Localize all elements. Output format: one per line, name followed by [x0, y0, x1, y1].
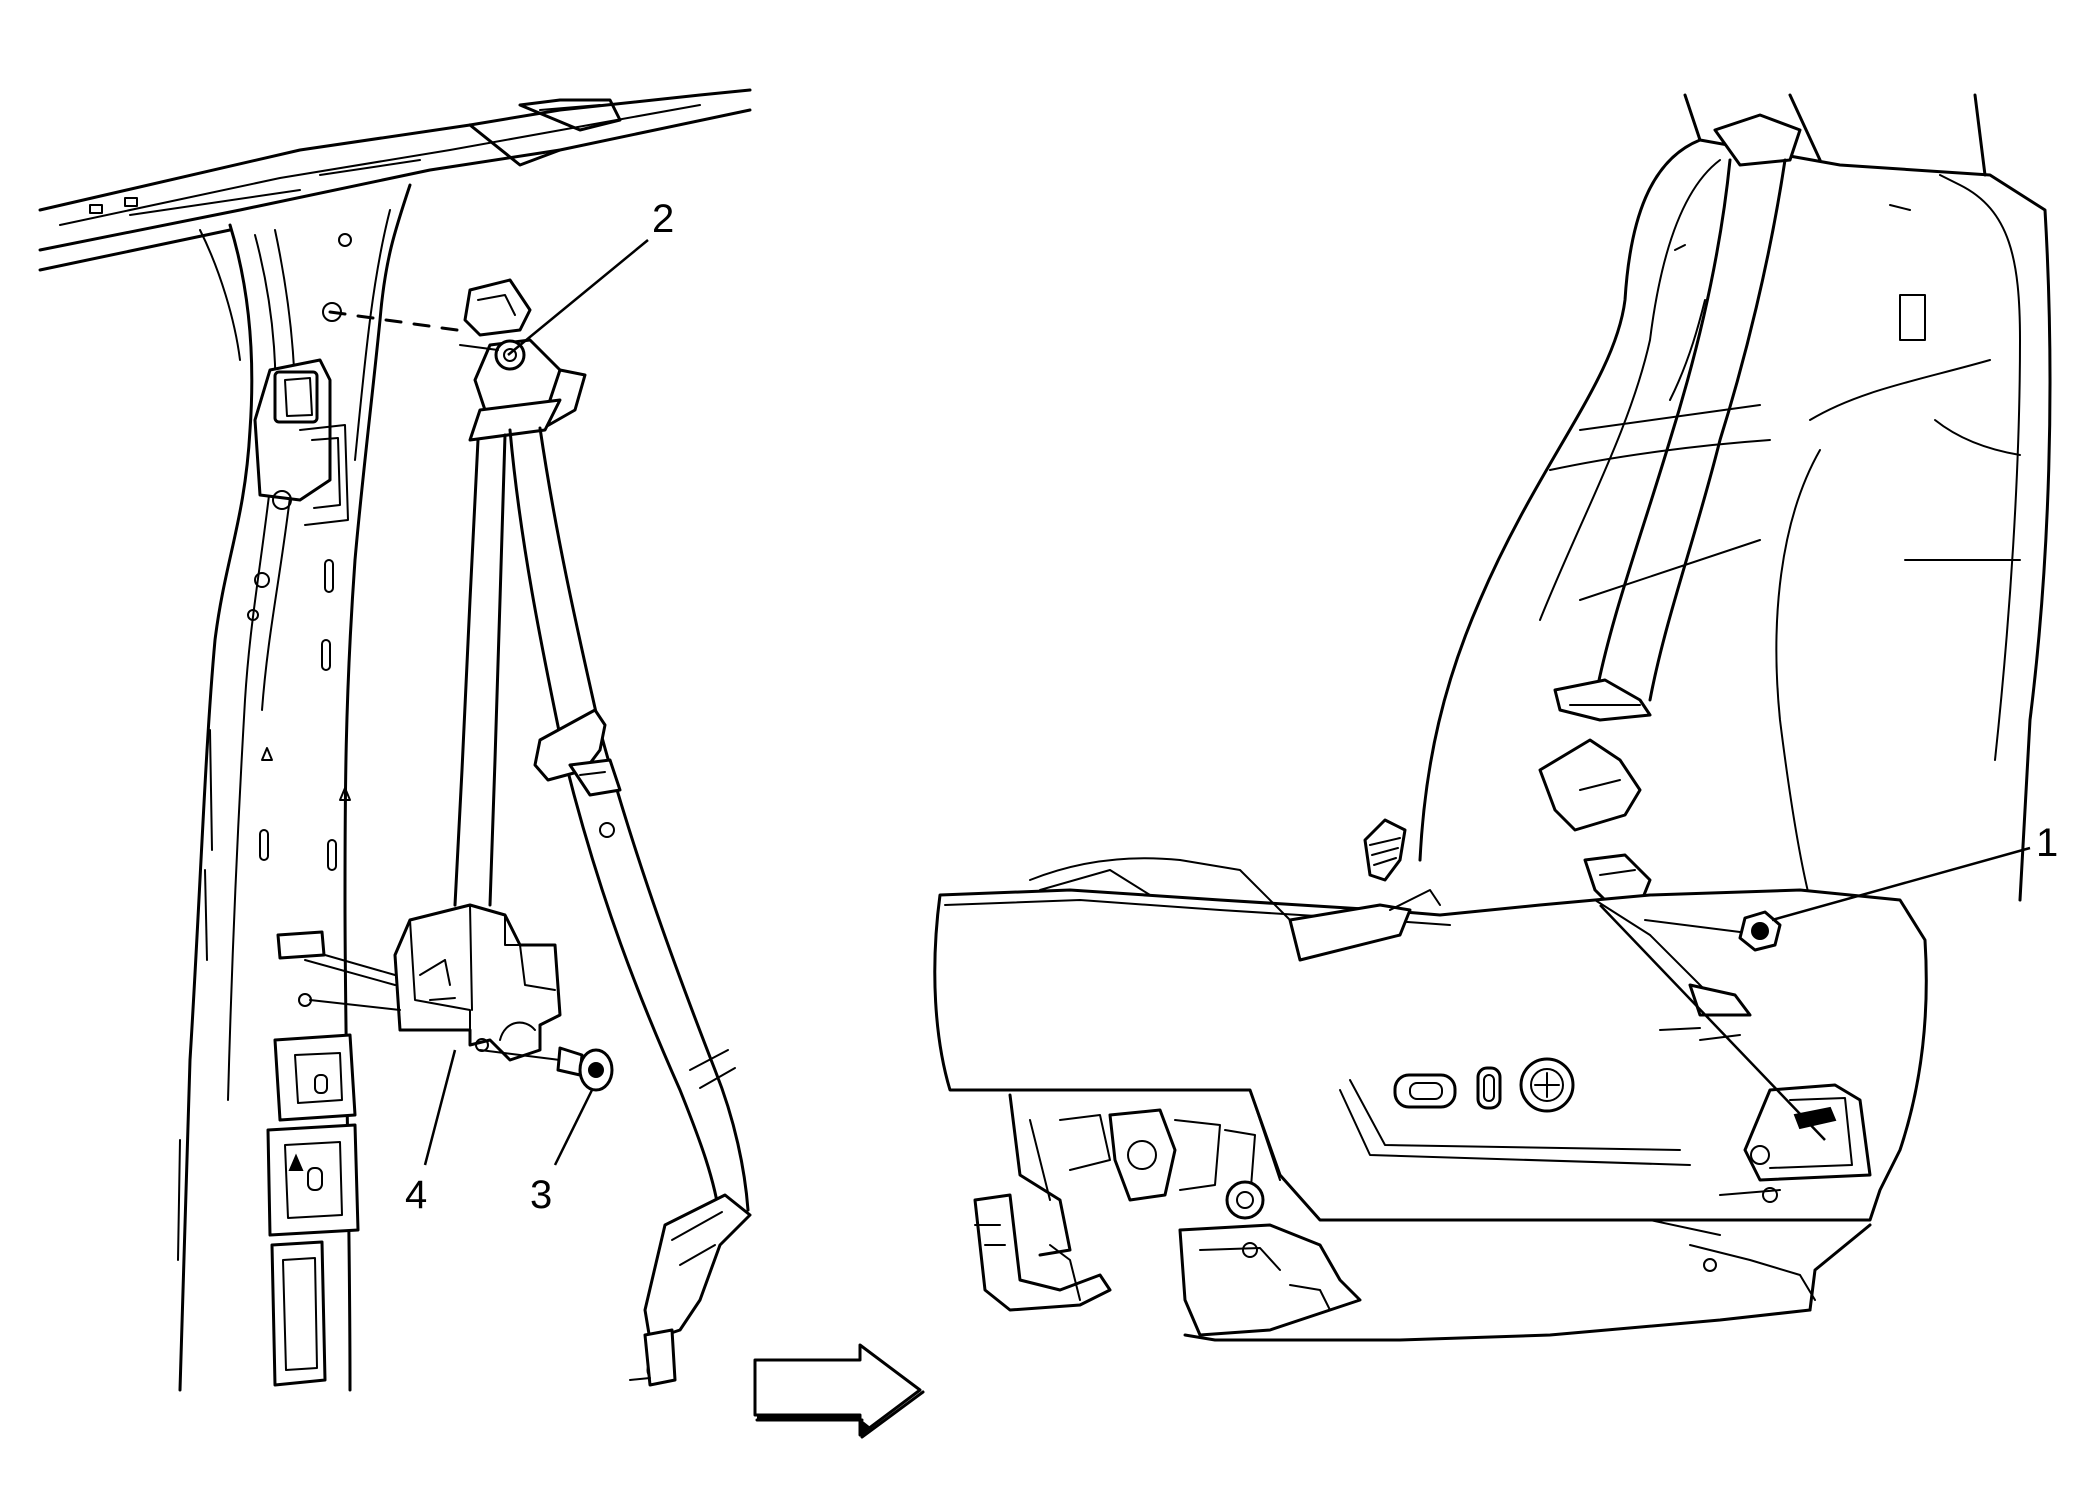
callout-4-label: 4 — [405, 1173, 427, 1217]
retractor-bolt — [479, 1046, 614, 1092]
d-ring-anchor — [328, 278, 587, 442]
callout-3-label: 3 — [530, 1173, 552, 1217]
seat-cushion — [933, 818, 1928, 1222]
callout-1: 1 — [1599, 821, 2058, 1141]
callout-1-label: 1 — [2036, 821, 2058, 865]
pillar-view: 2 4 3 — [38, 88, 752, 1392]
right-arrow-icon — [753, 1343, 925, 1439]
seat-frame — [973, 1093, 1872, 1342]
shoulder-belt-webbing — [453, 426, 752, 1387]
callout-4: 4 — [405, 1049, 457, 1217]
seat-view: 1 — [933, 93, 2058, 1342]
callout-2: 2 — [507, 197, 674, 356]
anchor-nut — [1594, 899, 1782, 1041]
b-pillar — [177, 183, 412, 1392]
roof-rail — [38, 88, 752, 272]
retractor — [276, 903, 562, 1062]
callout-3: 3 — [530, 1089, 594, 1217]
callout-2-label: 2 — [652, 197, 674, 241]
seat-back — [1418, 138, 2052, 902]
seat-shoulder-belt — [1538, 113, 1802, 912]
